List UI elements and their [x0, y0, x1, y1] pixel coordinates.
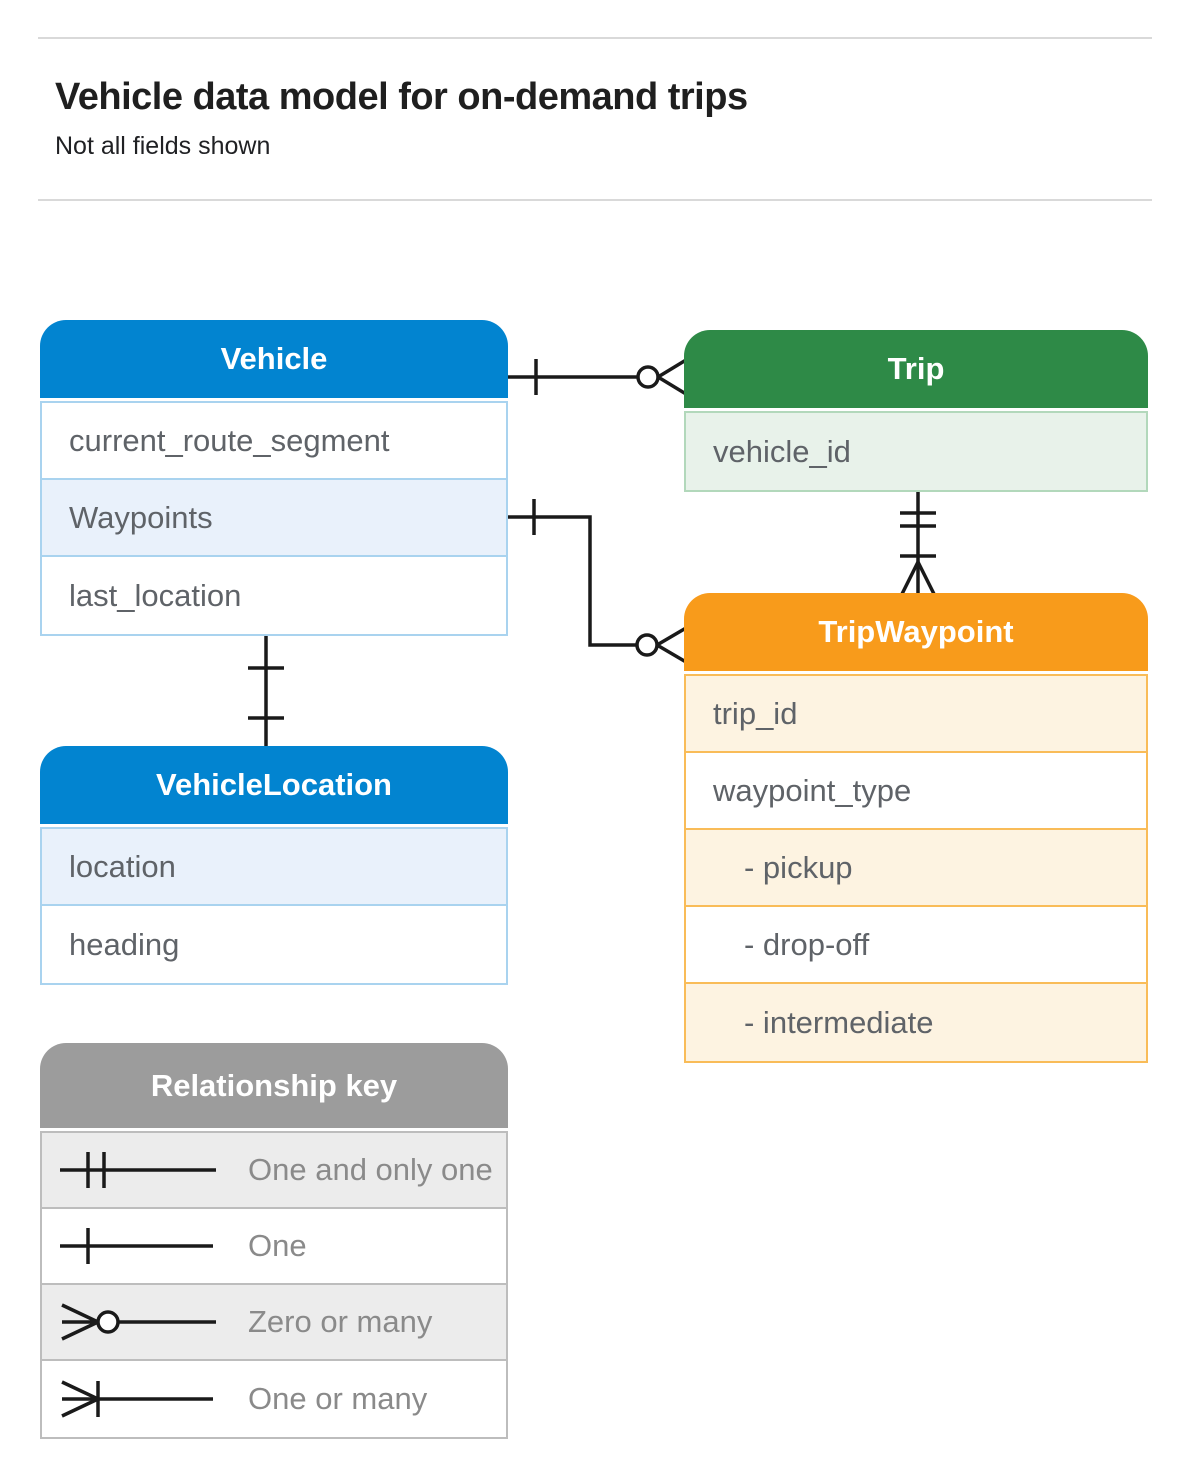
legend-label: One and only one — [248, 1152, 493, 1187]
entity-tripwaypoint-fields: trip_id waypoint_type - pickup - drop-of… — [684, 674, 1148, 1063]
field-row: last_location — [42, 557, 506, 634]
entity-trip: Trip vehicle_id — [684, 330, 1148, 492]
field-row: waypoint_type — [686, 753, 1146, 830]
entity-vehiclelocation-title: VehicleLocation — [40, 746, 508, 824]
entity-vehiclelocation-fields: location heading — [40, 827, 508, 985]
entity-vehicle-fields: current_route_segment Waypoints last_loc… — [40, 401, 508, 636]
field-row: heading — [42, 906, 506, 983]
field-row: - drop-off — [686, 907, 1146, 984]
entity-vehiclelocation: VehicleLocation location heading — [40, 746, 508, 985]
page-subtitle: Not all fields shown — [55, 132, 271, 160]
entity-trip-title: Trip — [684, 330, 1148, 408]
field-row: current_route_segment — [42, 403, 506, 480]
vehicle-trip-connector — [508, 358, 687, 396]
zero-or-many-icon — [42, 1297, 248, 1347]
field-row: vehicle_id — [686, 413, 1146, 490]
entity-vehicle-title: Vehicle — [40, 320, 508, 398]
vehicle-vehiclelocation-connector — [248, 635, 284, 746]
relationship-key: Relationship key One and only one One — [40, 1043, 508, 1439]
header-divider — [38, 199, 1152, 201]
one-and-only-one-icon — [42, 1145, 248, 1195]
legend-row: One and only one — [42, 1133, 506, 1209]
field-row: - pickup — [686, 830, 1146, 907]
field-row: Waypoints — [42, 480, 506, 557]
legend-label: Zero or many — [248, 1304, 433, 1339]
top-divider — [38, 37, 1152, 39]
trip-tripwaypoint-connector — [900, 488, 936, 595]
legend-label: One — [248, 1228, 307, 1263]
relationship-key-rows: One and only one One Z — [40, 1131, 508, 1439]
entity-trip-fields: vehicle_id — [684, 411, 1148, 492]
one-icon — [42, 1221, 248, 1271]
relationship-key-title: Relationship key — [40, 1043, 508, 1128]
field-row: trip_id — [686, 676, 1146, 753]
legend-row: One — [42, 1209, 506, 1285]
legend-label: One or many — [248, 1381, 428, 1416]
entity-vehicle: Vehicle current_route_segment Waypoints … — [40, 320, 508, 636]
page-title: Vehicle data model for on-demand trips — [55, 76, 748, 118]
entity-tripwaypoint: TripWaypoint trip_id waypoint_type - pic… — [684, 593, 1148, 1063]
vehicle-tripwaypoint-connector — [508, 499, 687, 664]
field-row: location — [42, 829, 506, 906]
legend-row: Zero or many — [42, 1285, 506, 1361]
one-or-many-icon — [42, 1374, 248, 1424]
legend-row: One or many — [42, 1361, 506, 1437]
entity-tripwaypoint-title: TripWaypoint — [684, 593, 1148, 671]
field-row: - intermediate — [686, 984, 1146, 1061]
